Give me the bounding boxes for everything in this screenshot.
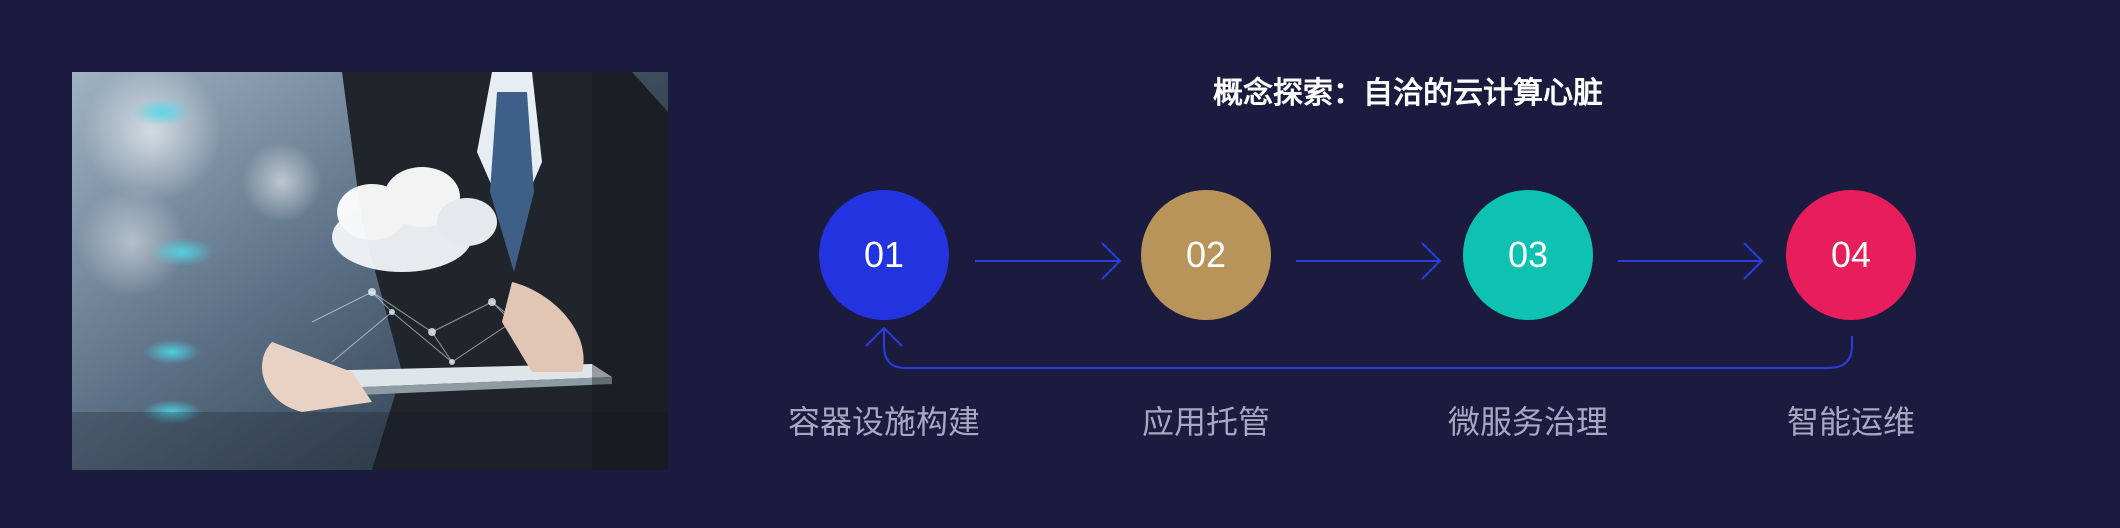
arrow-03-04 bbox=[1618, 242, 1764, 280]
step-label-02: 应用托管 bbox=[1141, 404, 1270, 440]
arrow-01-02 bbox=[975, 242, 1122, 280]
step-label-04: 智能运维 bbox=[1786, 404, 1915, 440]
cloud-tablet-photo bbox=[72, 72, 668, 470]
step-label-01: 容器设施构建 bbox=[787, 404, 980, 440]
step-circle-02: 02 bbox=[1141, 190, 1271, 320]
step-circle-04: 04 bbox=[1786, 190, 1916, 320]
diagram-title: 概念探索：自洽的云计算心脏 bbox=[1213, 77, 1603, 110]
arrow-02-03 bbox=[1296, 242, 1442, 280]
step-label-03: 微服务治理 bbox=[1447, 404, 1608, 440]
loop-back-arrow bbox=[865, 326, 1853, 369]
step-circle-03: 03 bbox=[1463, 190, 1593, 320]
step-circle-01: 01 bbox=[819, 190, 949, 320]
